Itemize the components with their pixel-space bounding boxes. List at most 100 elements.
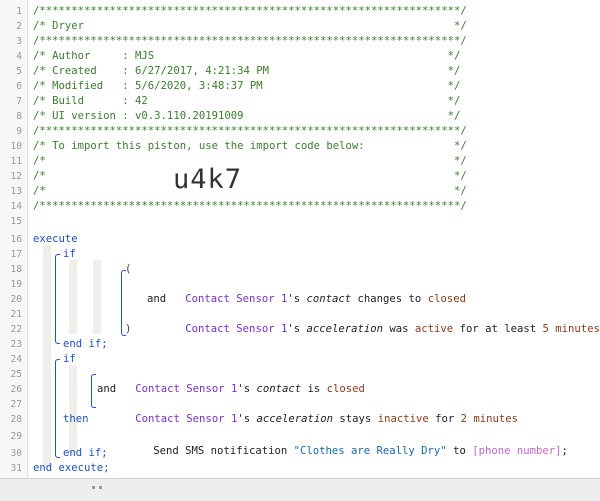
line-number: 14 [10, 201, 22, 212]
comparison-operator[interactable]: stays [333, 413, 378, 425]
possessive: 's [237, 383, 257, 395]
condition-group-bracket [91, 374, 96, 408]
action-row[interactable]: Send SMS notification "Clothes are Reall… [115, 429, 568, 457]
open-paren: ( [125, 263, 132, 275]
header-comment-line: /* Build : 42 */ [33, 95, 461, 107]
line-number: 10 [10, 141, 22, 152]
comparison-value[interactable]: active [414, 323, 454, 335]
line-number: 25 [10, 369, 22, 380]
piston-code-editor[interactable]: 1 2 3 4 5 6 7 8 9 10 11 12 13 14 15 16 1… [0, 0, 600, 478]
line-number: 24 [10, 354, 22, 365]
attribute-name[interactable]: contact [306, 293, 352, 305]
code-area[interactable]: /***************************************… [33, 0, 600, 478]
line-number: 15 [10, 216, 22, 227]
end-execute-keyword[interactable]: end execute; [33, 462, 110, 474]
line-number: 2 [16, 21, 22, 32]
indent-guide [43, 245, 51, 469]
line-number: 27 [10, 399, 22, 410]
indent-guide [93, 260, 101, 334]
duration-number[interactable]: 5 [542, 323, 549, 335]
line-number: 11 [10, 156, 22, 167]
line-number: 18 [10, 264, 22, 275]
line-number: 30 [10, 448, 22, 459]
device-name[interactable]: Contact Sensor 1 [185, 293, 288, 305]
line-number: 5 [16, 66, 22, 77]
line-number: 13 [10, 186, 22, 197]
device-name[interactable]: Contact Sensor 1 [135, 383, 238, 395]
duration-unit[interactable]: minutes [473, 413, 519, 425]
header-comment-line: /* */ [33, 170, 467, 182]
device-name[interactable]: Contact Sensor 1 [135, 413, 238, 425]
execute-keyword[interactable]: execute [33, 233, 78, 245]
header-comment-line: /* Modified : 5/6/2020, 3:48:37 PM */ [33, 80, 461, 92]
comparison-value[interactable]: inactive [377, 413, 429, 425]
import-code: u4k7 [173, 164, 243, 195]
action-command[interactable]: Send SMS notification [153, 445, 294, 457]
and-operator[interactable]: and [147, 293, 167, 305]
condition-row[interactable]: Contact Sensor 1's contact is closed [97, 367, 365, 395]
header-comment-line: /* Created : 6/27/2017, 4:21:34 PM */ [33, 65, 461, 77]
line-number: 1 [16, 6, 22, 17]
resize-grip-icon[interactable] [92, 480, 132, 489]
condition-row[interactable]: Contact Sensor 1's acceleration stays in… [97, 397, 518, 425]
header-comment-line: /***************************************… [33, 5, 467, 17]
if-keyword[interactable]: if [63, 248, 76, 260]
possessive: 's [287, 293, 307, 305]
if-block-bracket [55, 254, 60, 344]
line-number: 26 [10, 384, 22, 395]
line-number: 31 [10, 463, 22, 474]
header-comment-line: /* Author : MJS */ [33, 50, 461, 62]
possessive: 's [237, 413, 257, 425]
recipient-variable[interactable]: [phone number] [472, 445, 562, 457]
comparison-value[interactable]: closed [427, 293, 466, 305]
message-string[interactable]: "Clothes are Really Dry" [293, 445, 447, 457]
condition-row[interactable]: Contact Sensor 1's acceleration was acti… [147, 307, 600, 335]
line-number: 4 [16, 51, 22, 62]
attribute-name[interactable]: acceleration [256, 413, 334, 425]
line-number: 19 [10, 279, 22, 290]
indent-guide [69, 260, 77, 334]
line-number: 21 [10, 309, 22, 320]
header-comment-line: /***************************************… [33, 200, 467, 212]
header-comment-line: /***************************************… [33, 125, 467, 137]
end-if-keyword[interactable]: end if; [63, 447, 108, 459]
device-name[interactable]: Contact Sensor 1 [185, 323, 288, 335]
and-operator[interactable]: and [97, 383, 117, 395]
if-keyword[interactable]: if [63, 353, 76, 365]
comparison-operator[interactable]: is [301, 383, 327, 395]
to-keyword: to [446, 445, 473, 457]
comparison-operator[interactable]: changes to [351, 293, 428, 305]
comparison-value[interactable]: closed [326, 383, 365, 395]
line-number: 23 [10, 339, 22, 350]
header-comment-line: /* Dryer */ [33, 20, 467, 32]
line-number: 9 [16, 126, 22, 137]
duration-unit[interactable]: minutes [555, 323, 600, 335]
condition-row[interactable]: Contact Sensor 1's contact changes to cl… [147, 277, 466, 305]
indent-guide [69, 365, 77, 455]
duration-operator[interactable]: for [428, 413, 461, 425]
attribute-name[interactable]: acceleration [306, 323, 384, 335]
line-number: 8 [16, 111, 22, 122]
header-comment-line: /* To import this piston, use the import… [33, 140, 467, 152]
line-number: 22 [10, 324, 22, 335]
duration-number[interactable]: 2 [460, 413, 467, 425]
line-number: 29 [10, 431, 22, 442]
then-keyword[interactable]: then [63, 413, 89, 425]
line-number: 12 [10, 171, 22, 182]
line-number: 3 [16, 36, 22, 47]
line-number: 6 [16, 81, 22, 92]
duration-operator[interactable]: for at least [453, 323, 543, 335]
line-number: 17 [10, 249, 22, 260]
end-if-keyword[interactable]: end if; [63, 338, 108, 350]
editor-status-bar [0, 478, 600, 501]
statement-terminator: ; [561, 445, 568, 457]
close-paren: ) [125, 323, 132, 335]
header-comment-line: /* */ [33, 155, 467, 167]
line-number: 20 [10, 294, 22, 305]
comparison-operator[interactable]: was [383, 323, 415, 335]
line-number-gutter: 1 2 3 4 5 6 7 8 9 10 11 12 13 14 15 16 1… [0, 0, 28, 478]
line-number: 7 [16, 96, 22, 107]
attribute-name[interactable]: contact [256, 383, 302, 395]
header-comment-line: /***************************************… [33, 35, 467, 47]
possessive: 's [287, 323, 307, 335]
